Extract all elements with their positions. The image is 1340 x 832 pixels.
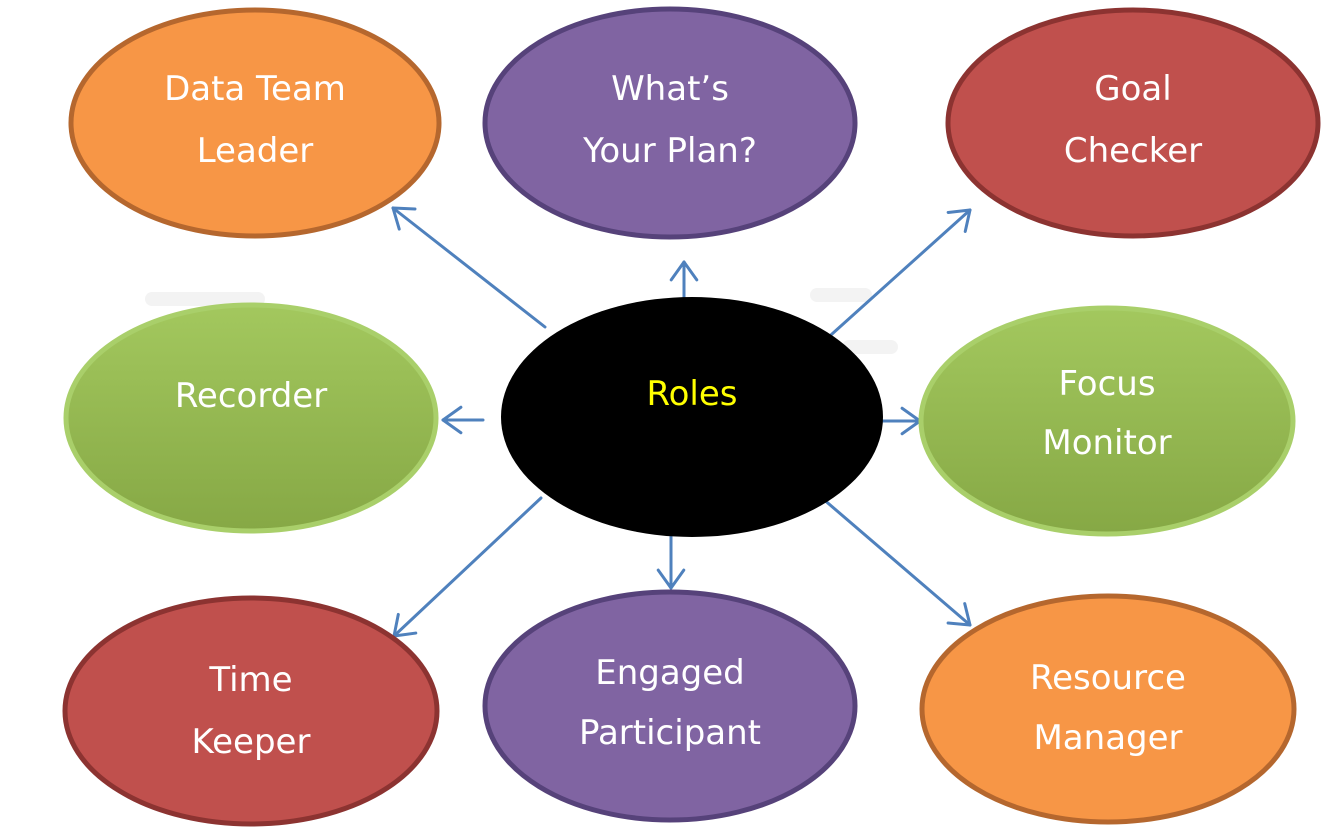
node-recorder[interactable]: Recorder xyxy=(63,302,439,534)
background-blur xyxy=(145,288,898,354)
node-label-line: Data Team xyxy=(164,69,346,109)
node-label-line: Recorder xyxy=(175,376,327,416)
node-ellipse xyxy=(62,595,440,827)
node-ellipse xyxy=(68,7,442,239)
node-ellipse xyxy=(918,305,1296,537)
arrow-whats-your-plan xyxy=(669,260,699,299)
arrow-goal-checker xyxy=(820,208,972,345)
node-label-line: Monitor xyxy=(1042,423,1171,463)
node-label-line: Leader xyxy=(197,131,314,171)
node-label-line: Goal xyxy=(1094,69,1171,109)
node-label-line: Engaged xyxy=(595,653,745,693)
node-ellipse xyxy=(919,593,1297,825)
arrow-resource-manager xyxy=(820,496,972,627)
arrow-data-team-leader xyxy=(391,206,547,329)
node-ellipse xyxy=(945,7,1321,239)
node-label-line: Time xyxy=(208,660,292,700)
node-ellipse xyxy=(63,302,439,534)
node-label-line: Manager xyxy=(1033,718,1182,758)
center-label: Roles xyxy=(647,374,738,414)
arrow-engaged-participant xyxy=(656,534,686,590)
node-label-line: Keeper xyxy=(192,722,311,762)
node-label-line: Checker xyxy=(1064,131,1202,171)
node-ellipse xyxy=(482,589,858,823)
node-label-line: Your Plan? xyxy=(582,131,757,171)
node-label-line: Focus xyxy=(1058,364,1155,404)
node-label-line: Participant xyxy=(579,713,761,753)
center-node[interactable]: Roles xyxy=(501,297,883,537)
node-label-line: Resource xyxy=(1030,658,1186,698)
center-ellipse xyxy=(501,297,883,537)
node-label-line: What’s xyxy=(611,69,729,109)
arrow-recorder xyxy=(441,405,485,435)
node-ellipse xyxy=(482,6,858,240)
arrow-time-keeper xyxy=(392,496,543,638)
